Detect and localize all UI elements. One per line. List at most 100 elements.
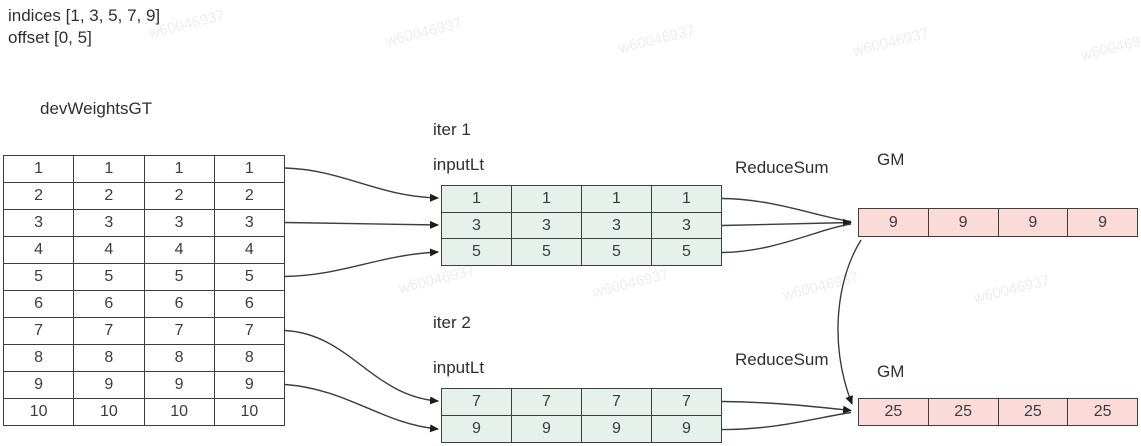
arrow-iter1-reduce-c bbox=[721, 223, 852, 254]
indices-annotation: indices [1, 3, 5, 7, 9] bbox=[8, 6, 161, 25]
watermark: w60046937 bbox=[384, 14, 464, 51]
iter1-reducesum-label: ReduceSum bbox=[735, 158, 829, 177]
table-cell: 9 bbox=[213, 372, 284, 398]
watermark: w60046937 bbox=[397, 261, 477, 298]
table-cell: 7 bbox=[581, 389, 651, 415]
table-cell: 9 bbox=[651, 416, 721, 442]
arrow-row1-to-iter1 bbox=[284, 167, 439, 202]
table-cell: 9 bbox=[581, 416, 651, 442]
table-cell: 3 bbox=[581, 212, 651, 239]
iter2-gm-label: GM bbox=[877, 362, 905, 381]
table-cell: 9 bbox=[73, 372, 143, 398]
table-cell: 10 bbox=[143, 399, 214, 425]
table-cell: 5 bbox=[581, 239, 651, 266]
table-cell: 6 bbox=[34, 295, 44, 312]
table-cell: 4 bbox=[213, 237, 284, 263]
watermark: w60046937 bbox=[781, 268, 861, 305]
watermark: w60046937 bbox=[1079, 28, 1141, 65]
table-cell: 5 bbox=[213, 264, 284, 290]
table-cell: 1 bbox=[651, 186, 721, 212]
table-cell: 25 bbox=[1067, 399, 1137, 425]
table-cell: 9 bbox=[511, 416, 581, 442]
watermark: w60046937 bbox=[617, 21, 697, 58]
iter1-gm-label: GM bbox=[877, 150, 905, 169]
table-cell: 5 bbox=[651, 239, 721, 266]
watermark: w60046937 bbox=[972, 271, 1052, 308]
table-cell: 25 bbox=[997, 399, 1068, 425]
devweights-label: devWeightsGT bbox=[40, 99, 153, 118]
table-cell: 7 bbox=[34, 322, 44, 339]
arrow-row9-to-iter2 bbox=[284, 383, 439, 433]
offset-annotation: offset [0, 5] bbox=[8, 28, 92, 47]
table-cell: 1 bbox=[511, 186, 581, 212]
table-cell: 1 bbox=[213, 156, 284, 182]
table-cell: 8 bbox=[73, 345, 143, 371]
table-cell: 9 bbox=[888, 213, 898, 231]
table-cell: 9 bbox=[997, 209, 1068, 236]
table-cell: 7 bbox=[213, 318, 284, 344]
table-cell: 9 bbox=[34, 376, 44, 393]
table-cell: 1 bbox=[143, 156, 214, 182]
iter2-reducesum-label: ReduceSum bbox=[735, 350, 829, 369]
table-cell: 1 bbox=[472, 189, 481, 207]
table-cell: 9 bbox=[1067, 209, 1137, 236]
table-cell: 25 bbox=[927, 399, 998, 425]
table-cell: 3 bbox=[213, 210, 284, 236]
table-cell: 10 bbox=[29, 403, 48, 420]
table-cell: 8 bbox=[34, 349, 44, 366]
table-cell: 2 bbox=[73, 183, 143, 209]
table-cell: 7 bbox=[73, 318, 143, 344]
arrow-row7-to-iter2 bbox=[284, 329, 439, 405]
table-cell: 5 bbox=[511, 239, 581, 266]
table-cell: 5 bbox=[34, 268, 44, 285]
table-cell: 8 bbox=[143, 345, 214, 371]
table-cell: 10 bbox=[73, 399, 143, 425]
table-cell: 1 bbox=[34, 160, 44, 177]
table-cell: 5 bbox=[143, 264, 214, 290]
watermark: w60046937 bbox=[591, 265, 671, 302]
table-cell: 8 bbox=[213, 345, 284, 371]
table-cell: 10 bbox=[213, 399, 284, 425]
table-cell: 4 bbox=[143, 237, 214, 263]
table-cell: 3 bbox=[34, 214, 44, 231]
arrow-gm1-to-gm2 bbox=[837, 239, 862, 405]
iter2-input-label: inputLt bbox=[433, 358, 485, 377]
table-cell: 1 bbox=[581, 186, 651, 212]
arrow-row5-to-iter1 bbox=[284, 248, 439, 278]
table-cell: 1 bbox=[73, 156, 143, 182]
table-cell: 4 bbox=[34, 241, 44, 258]
table-cell: 2 bbox=[143, 183, 214, 209]
table-cell: 25 bbox=[884, 403, 903, 420]
table-cell: 5 bbox=[472, 243, 481, 261]
table-cell: 7 bbox=[143, 318, 214, 344]
table-cell: 3 bbox=[511, 212, 581, 239]
watermark: w60046937 bbox=[851, 24, 931, 61]
iter1-label: iter 1 bbox=[433, 120, 471, 139]
table-cell: 2 bbox=[213, 183, 284, 209]
table-cell: 3 bbox=[73, 210, 143, 236]
iter2-label: iter 2 bbox=[433, 313, 471, 332]
table-cell: 9 bbox=[143, 372, 214, 398]
table-cell: 9 bbox=[472, 420, 481, 437]
table-cell: 6 bbox=[143, 291, 214, 317]
table-cell: 6 bbox=[213, 291, 284, 317]
table-cell: 4 bbox=[73, 237, 143, 263]
table-cell: 7 bbox=[511, 389, 581, 415]
